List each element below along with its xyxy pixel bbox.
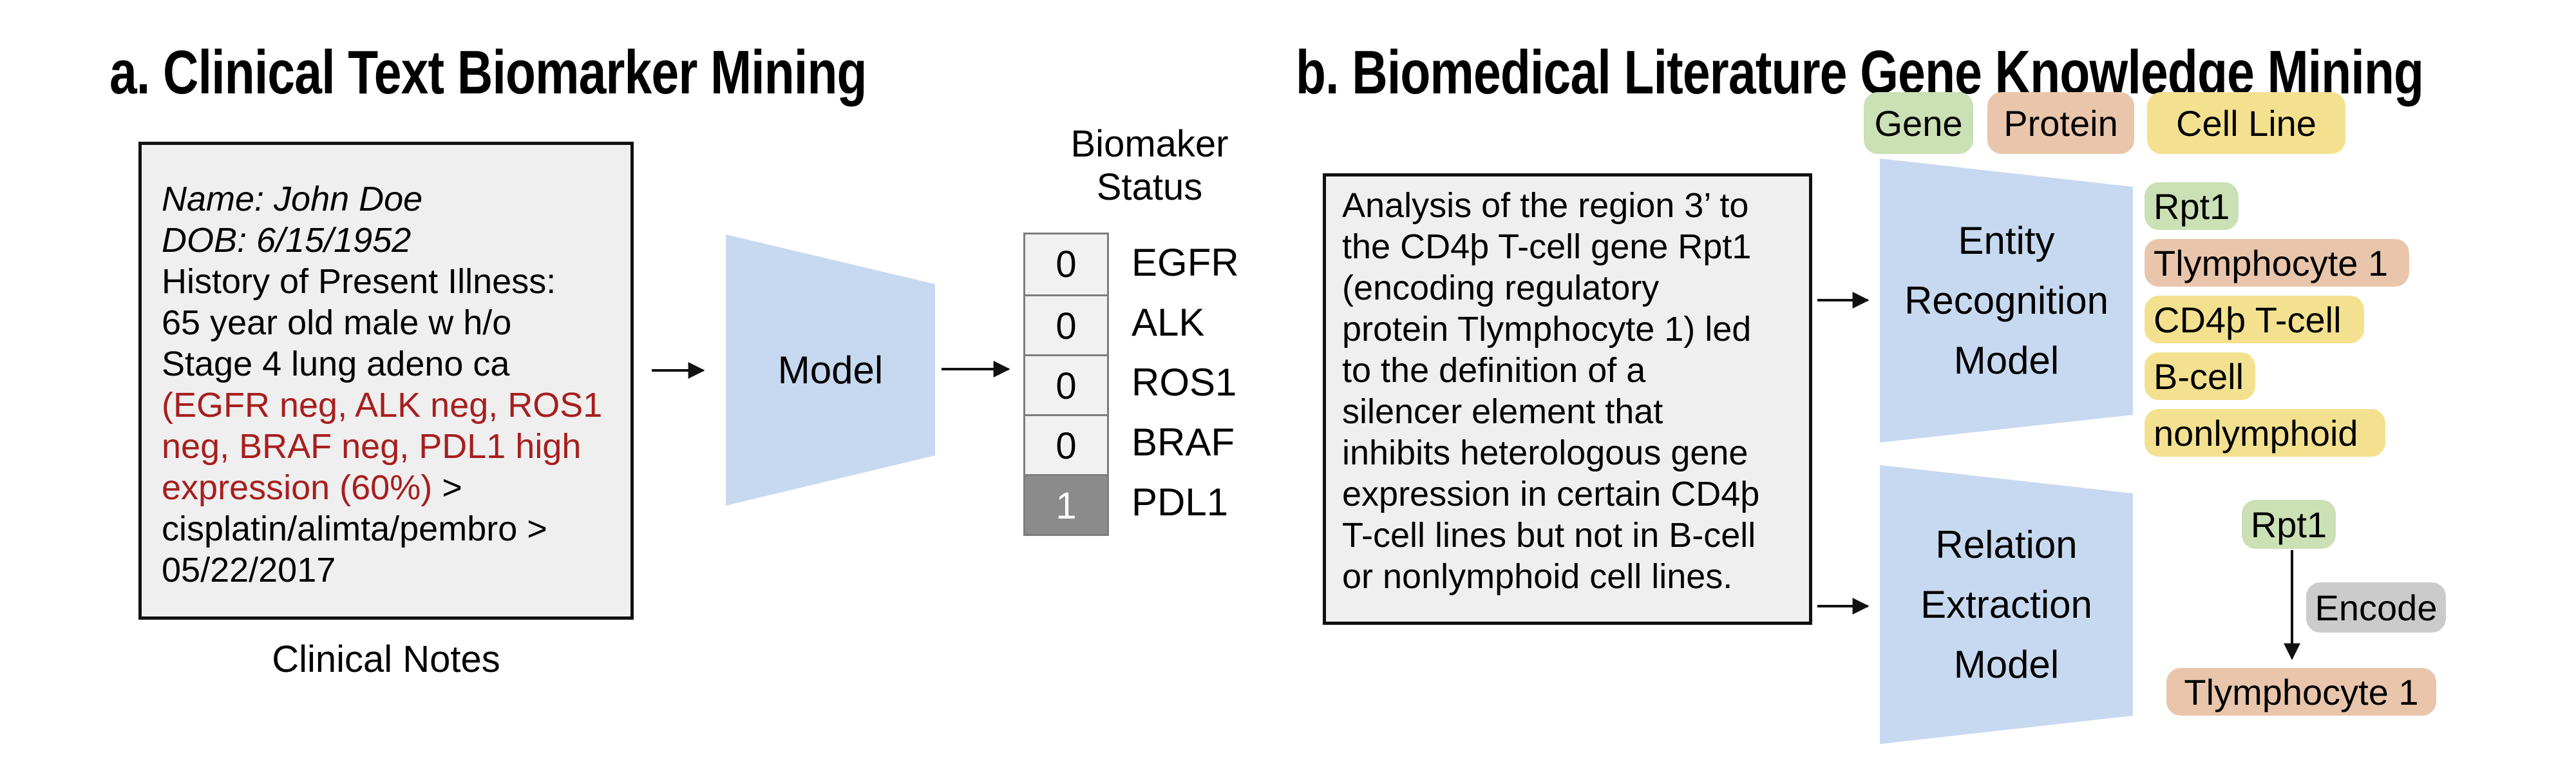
relation-tail-chip-tlymphocyte1: Tlymphocyte 1 <box>2166 668 2436 716</box>
model-label: Model <box>777 348 884 392</box>
biomarker-label-egfr: EGFR <box>1132 241 1239 284</box>
note-line: cisplatin/alimta/pembro > <box>162 510 547 548</box>
entity-chip-cellline-cd4-tcell: CD4þ T-cell <box>2145 296 2364 343</box>
note-line: DOB: 6/15/1952 <box>162 221 412 260</box>
status-cell-ros1: 0 <box>1025 354 1107 414</box>
legend-chip-cell-line: Cell Line <box>2147 92 2345 154</box>
abstract-line: (encoding regulatory <box>1342 269 1660 307</box>
note-line: History of Present Illness: <box>162 262 556 301</box>
entity-recognition-model-label: Entity Recognition Model <box>1904 219 2108 382</box>
relation-label-chip-encode: Encode <box>2306 582 2446 633</box>
note-line: 65 year old male w h/o <box>162 303 512 342</box>
biomarker-label-ros1: ROS1 <box>1132 361 1237 404</box>
abstract-text-box <box>1323 173 1812 625</box>
status-cell-egfr: 0 <box>1025 234 1107 294</box>
relation-head-chip-rpt1: Rpt1 <box>2242 500 2336 549</box>
status-cell-braf: 0 <box>1025 414 1107 474</box>
biomarker-heading-line2: Status <box>1096 166 1203 208</box>
biomarker-label-braf: BRAF <box>1132 421 1235 464</box>
biomarker-label-pdl1: PDL1 <box>1132 481 1229 524</box>
abstract-text: Analysis of the region 3’ to the CD4þ T-… <box>1342 185 1799 597</box>
plain-suffix: > <box>432 468 462 507</box>
clinical-notes-text: Name: John Doe DOB: 6/15/1952 History of… <box>162 178 612 591</box>
abstract-line: Analysis of the region 3’ to <box>1342 186 1749 225</box>
relation-extraction-model-label: Relation Extraction Model <box>1920 523 2092 686</box>
model-trapezoid <box>726 234 935 506</box>
note-line: Stage 4 lung adeno ca <box>162 345 510 383</box>
legend-chip-protein: Protein <box>1987 92 2134 154</box>
entity-chip-cellline-nonlymphoid: nonlymphoid <box>2145 409 2385 457</box>
highlighted-text: expression (60%) <box>162 468 433 507</box>
biomarker-status-table: 0 0 0 0 1 <box>1023 233 1109 536</box>
legend-chip-gene: Gene <box>1864 92 1973 154</box>
biomarker-heading-line1: Biomaker <box>1070 123 1229 165</box>
abstract-line: protein Tlymphocyte 1) led <box>1342 310 1752 348</box>
status-cell-pdl1-positive: 1 <box>1025 474 1107 534</box>
relation-extraction-trapezoid <box>1880 465 2133 744</box>
abstract-line: inhibits heterologous gene <box>1342 434 1748 472</box>
abstract-line: or nonlymphoid cell lines. <box>1342 557 1733 596</box>
note-line-biomarker-highlight: (EGFR neg, ALK neg, ROS1 <box>162 386 603 425</box>
abstract-line: the CD4þ T-cell gene Rpt1 <box>1342 227 1752 266</box>
entity-chip-gene-rpt1: Rpt1 <box>2145 182 2239 230</box>
note-line: Name: John Doe <box>162 180 423 218</box>
abstract-line: silencer element that <box>1342 392 1663 431</box>
entity-recognition-trapezoid <box>1880 158 2133 443</box>
status-cell-alk: 0 <box>1025 294 1107 354</box>
note-line-biomarker-highlight: expression (60%) > <box>162 467 612 508</box>
abstract-line: expression in certain CD4þ <box>1342 475 1760 513</box>
panel-a-title: a. Clinical Text Biomarker Mining <box>109 38 867 107</box>
note-line-biomarker-highlight: neg, BRAF neg, PDL1 high <box>162 427 582 466</box>
entity-chip-cellline-bcell: B-cell <box>2145 352 2255 400</box>
clinical-notes-box <box>138 142 634 620</box>
abstract-line: to the definition of a <box>1342 351 1646 390</box>
note-line: 05/22/2017 <box>162 551 336 589</box>
abstract-line: T-cell lines but not in B-cell <box>1342 516 1756 555</box>
biomarker-label-alk: ALK <box>1132 301 1205 344</box>
biomarker-status-heading: Biomaker Status <box>1030 122 1269 209</box>
entity-chip-protein-tlymphocyte1: Tlymphocyte 1 <box>2145 239 2409 287</box>
clinical-notes-caption: Clinical Notes <box>272 638 500 680</box>
